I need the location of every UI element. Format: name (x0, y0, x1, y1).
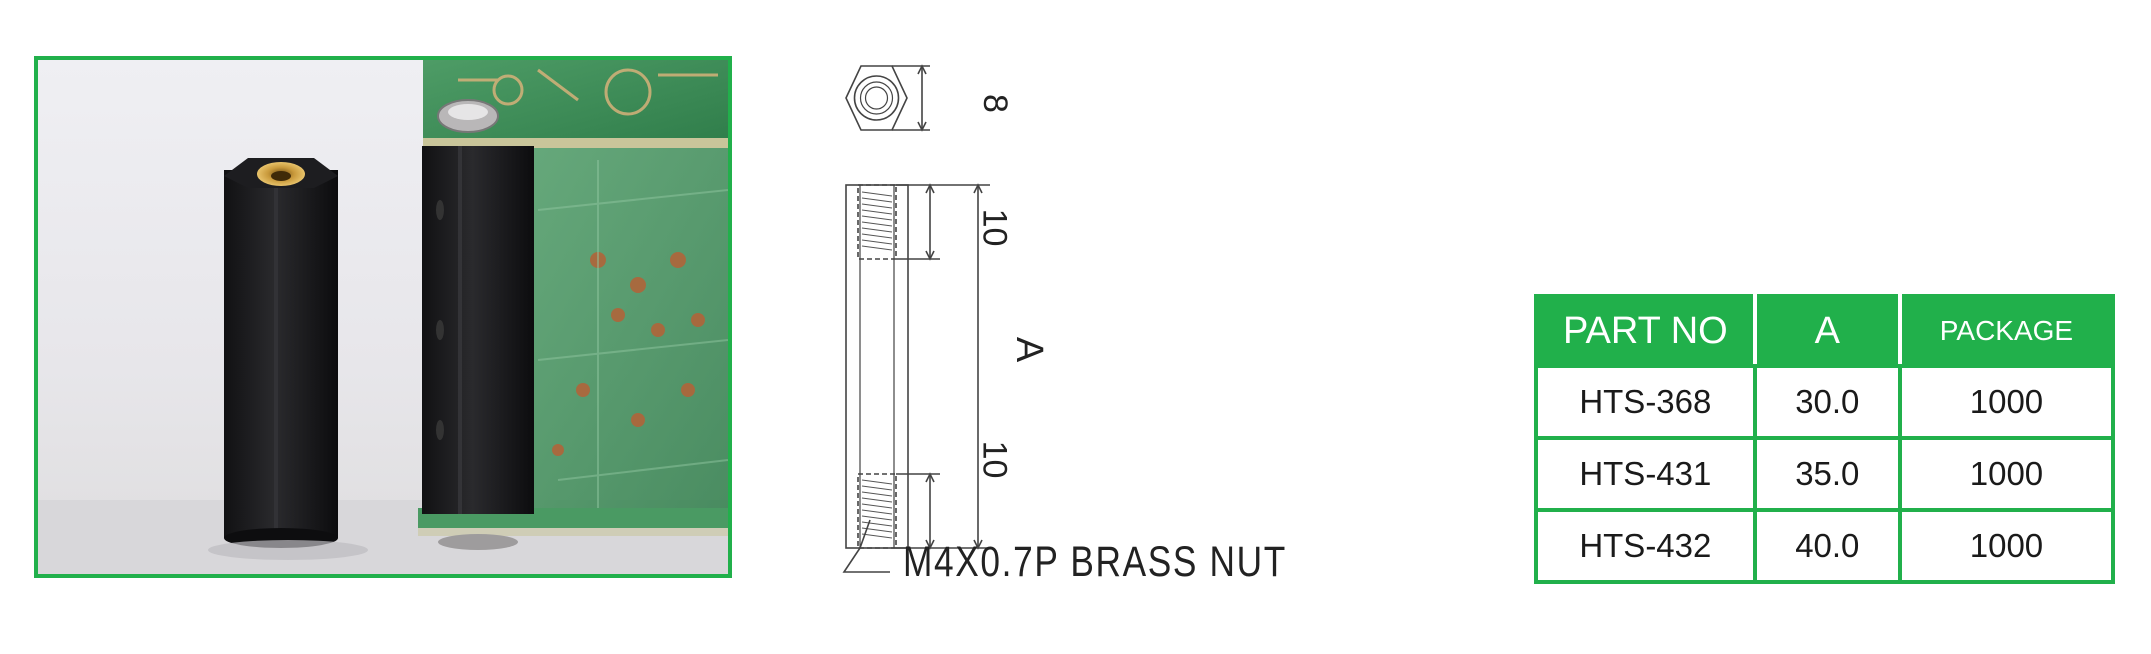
hex-width-label: 8 (975, 94, 1014, 113)
standoff-edge-highlight (458, 146, 462, 514)
cell-package: 1000 (1897, 364, 2116, 440)
pcb-top-edge (423, 138, 728, 148)
nut-leader-line (842, 519, 890, 573)
table-row: HTS-368 30.0 1000 (1534, 364, 2116, 440)
dimension-bottom-thread (896, 472, 990, 550)
table-row: HTS-432 40.0 1000 (1534, 508, 2116, 584)
standoff-photo-illustration (38, 60, 728, 574)
standoff-side-view (845, 184, 909, 549)
cell-package: 1000 (1897, 508, 2116, 584)
cell-a: 40.0 (1752, 508, 1902, 584)
pcb-lower-edge (418, 528, 728, 536)
product-photo (34, 56, 732, 578)
cell-part-no: HTS-432 (1534, 508, 1757, 584)
table-header-row: PART NO A PACKAGE (1534, 294, 2116, 368)
cell-package: 1000 (1897, 436, 2116, 512)
header-a: A (1752, 294, 1902, 368)
screw-highlight (448, 104, 488, 120)
technical-drawing (842, 64, 990, 573)
header-part-no: PART NO (1534, 294, 1757, 368)
thread-depth-bottom-label: 10 (975, 440, 1014, 479)
length-a-label: A (1008, 336, 1051, 363)
lower-screw (438, 534, 518, 550)
standoff-mark (436, 200, 444, 220)
dimension-length-a (973, 183, 983, 550)
pcb-traces-main (537, 160, 728, 520)
standoff-mark (436, 420, 444, 440)
standoff-shadow (208, 540, 368, 560)
standoff-mark (436, 320, 444, 340)
cell-part-no: HTS-368 (1534, 364, 1757, 440)
table-row: HTS-431 35.0 1000 (1534, 436, 2116, 512)
dimension-top-thread (896, 183, 990, 261)
free-standoff (224, 158, 338, 548)
hex-end-view (845, 64, 930, 132)
header-package: PACKAGE (1897, 294, 2116, 368)
cell-a: 35.0 (1752, 436, 1902, 512)
cell-a: 30.0 (1752, 364, 1902, 440)
pcb-traces-top (458, 68, 718, 116)
thread-depth-top-label: 10 (975, 208, 1014, 247)
brass-nut-label: M4X0.7P BRASS NUT (903, 538, 1287, 586)
cell-part-no: HTS-431 (1534, 436, 1757, 512)
part-spec-table: PART NO A PACKAGE HTS-368 30.0 1000 HTS-… (1534, 294, 2116, 584)
